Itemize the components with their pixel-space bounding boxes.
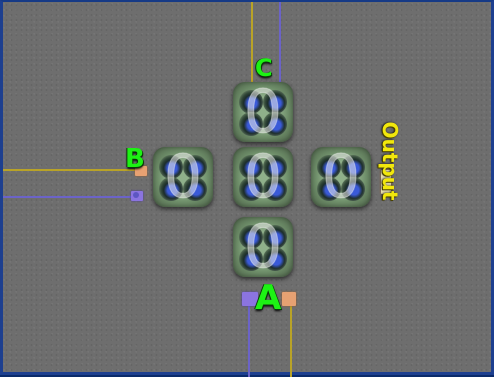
- cell-right-digit: 0: [321, 142, 361, 212]
- cell-lobe-icon: [263, 112, 287, 136]
- cell-center-digit: 0: [243, 142, 283, 212]
- input-a-pad-left[interactable]: [242, 292, 258, 306]
- input-a-pad-right[interactable]: [282, 292, 296, 306]
- cell-lobe-icon: [239, 90, 263, 114]
- cell-bottom-digit: 0: [243, 212, 283, 282]
- wire-b-yellow: [3, 169, 138, 171]
- input-b-node: [133, 192, 139, 198]
- input-b-label: B: [125, 144, 145, 174]
- cell-lobe-icon: [183, 177, 207, 201]
- cell-lobe-icon: [239, 155, 263, 179]
- wire-c-yellow: [251, 2, 253, 88]
- wire-c-purple: [279, 2, 281, 88]
- cell-lobe-icon: [263, 90, 287, 114]
- input-b-pad-top[interactable]: [135, 166, 147, 176]
- cell-lobe-icon: [239, 112, 263, 136]
- cell-left-digit: 0: [163, 142, 203, 212]
- wire-b-purple: [3, 196, 138, 198]
- cell-lobe-icon: [159, 177, 183, 201]
- logic-cell-left[interactable]: 0: [153, 142, 213, 212]
- logic-cell-center[interactable]: 0: [233, 142, 293, 212]
- cell-lobe-icon: [239, 177, 263, 201]
- cell-lobe-icon: [263, 225, 287, 249]
- wire-a-yellow: [290, 302, 292, 377]
- input-c-label: C: [255, 54, 273, 82]
- output-label: Output: [378, 121, 402, 201]
- wire-a-purple: [248, 302, 250, 377]
- cell-lobe-icon: [239, 225, 263, 249]
- logic-cell-bottom[interactable]: 0: [233, 212, 293, 282]
- cell-lobe-icon: [159, 155, 183, 179]
- cell-lobe-icon: [263, 247, 287, 271]
- cell-lobe-icon: [341, 155, 365, 179]
- input-a-label: A: [255, 278, 282, 318]
- cell-lobe-icon: [239, 247, 263, 271]
- cell-lobe-icon: [317, 155, 341, 179]
- logic-cell-top[interactable]: 0: [233, 77, 293, 147]
- cell-lobe-icon: [263, 155, 287, 179]
- cell-top-digit: 0: [243, 77, 283, 147]
- cell-lobe-icon: [183, 155, 207, 179]
- cell-lobe-icon: [263, 177, 287, 201]
- output-pad[interactable]: [381, 170, 391, 194]
- cell-lobe-icon: [317, 177, 341, 201]
- cell-lobe-icon: [341, 177, 365, 201]
- logic-cell-right[interactable]: 0: [311, 142, 371, 212]
